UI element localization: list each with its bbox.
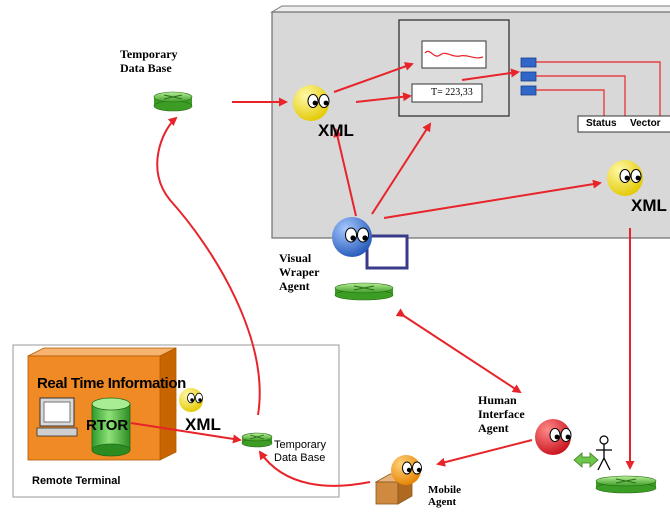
visual-wrapper-agent-icon bbox=[332, 217, 409, 270]
xml-label-right: XML bbox=[631, 196, 667, 215]
human-interface-db-icon bbox=[595, 475, 657, 494]
arrow-wrapper-to-xml bbox=[333, 128, 357, 217]
user-icon bbox=[596, 435, 612, 471]
xml-agent-right-icon bbox=[607, 160, 643, 196]
human-interface-agent-icon bbox=[535, 419, 572, 455]
arrow-xml-to-connectors bbox=[461, 68, 520, 81]
arrow-wrapper-to-xml-right bbox=[383, 179, 602, 219]
arrow-xml-to-readout bbox=[355, 92, 412, 103]
temp-database-bottom-icon bbox=[241, 432, 273, 448]
connector-block bbox=[520, 57, 670, 133]
mobile-agent-icon bbox=[374, 455, 422, 505]
computer-icon bbox=[36, 397, 78, 437]
visual-wrapper-db-icon bbox=[334, 282, 394, 301]
bidirectional-arrow-icon bbox=[573, 452, 599, 468]
value-readout-box bbox=[411, 83, 483, 103]
arrow-terminal-to-db-top bbox=[156, 116, 261, 416]
xml-label-center: XML bbox=[318, 121, 354, 140]
visual-wrapper-agent-label: Visual Wraper Agent bbox=[279, 251, 320, 293]
arrow-human-to-mobile bbox=[436, 439, 533, 467]
rtor-label: RTOR bbox=[86, 417, 129, 434]
status-label: Status bbox=[586, 118, 617, 129]
arrow-wrapper-human bbox=[395, 308, 522, 394]
arrow-wrapper-to-screen bbox=[371, 122, 432, 215]
vector-label: Vector bbox=[630, 118, 661, 129]
xml-agent-remote-icon bbox=[179, 388, 203, 412]
status-vector-box bbox=[577, 115, 670, 133]
temp-database-top-icon bbox=[153, 91, 193, 112]
arrow-xml-to-chart bbox=[333, 62, 414, 93]
xml-agent-center-icon bbox=[293, 85, 330, 121]
human-interface-agent-label: Human Interface Agent bbox=[478, 393, 525, 435]
remote-terminal-label: Remote Terminal bbox=[32, 475, 121, 487]
temp-db-bottom-label: Temporary Data Base bbox=[274, 439, 326, 464]
value-readout: T= 223,33 bbox=[431, 87, 473, 98]
arrow-mobile-to-db bbox=[258, 450, 371, 487]
display-screen bbox=[398, 19, 510, 117]
trend-curve bbox=[424, 50, 484, 59]
flow-arrows bbox=[130, 62, 635, 487]
temp-db-top-label: Temporary Data Base bbox=[120, 47, 178, 75]
arrow-rtor-to-db bbox=[130, 422, 242, 444]
rtor-database-icon bbox=[91, 397, 131, 457]
mobile-agent-label: Mobile Agent bbox=[428, 484, 461, 509]
xml-label-remote: XML bbox=[185, 415, 221, 434]
real-time-information-label: Real Time Information bbox=[37, 375, 186, 392]
